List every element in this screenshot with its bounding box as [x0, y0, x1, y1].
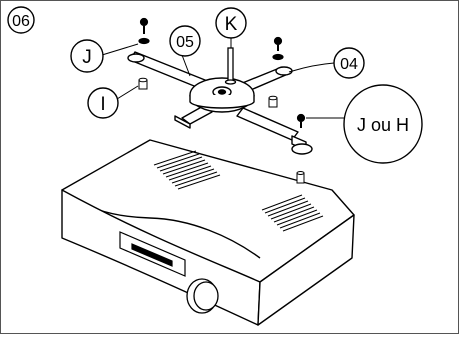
step-badge: 06: [7, 6, 35, 34]
spacer-left: [138, 77, 148, 90]
front-display: [119, 231, 186, 277]
screw-top-right: [272, 36, 284, 61]
callout-j-label: J: [82, 47, 92, 68]
callout-i: I: [87, 87, 119, 119]
callout-05-label: 05: [176, 34, 194, 51]
callout-05: 05: [169, 25, 201, 57]
callout-j-ou-h: J ou H: [343, 84, 423, 164]
callout-leaders: [101, 38, 344, 119]
callout-04: 04: [333, 47, 365, 79]
top-vent-grill: [153, 150, 221, 190]
center-bolt: [224, 47, 237, 85]
volume-knob: [186, 278, 219, 314]
callout-j-ou-h-label: J ou H: [357, 115, 409, 135]
box-stud: [296, 171, 305, 184]
callout-j: J: [70, 39, 104, 73]
callout-i-label: I: [100, 94, 105, 115]
spacer-right: [268, 95, 278, 108]
callout-04-label: 04: [340, 56, 358, 73]
mounting-bracket: [127, 51, 313, 155]
callout-k-label: K: [225, 14, 238, 35]
screw-top-left: [138, 17, 150, 45]
step-number: 06: [12, 13, 30, 30]
screw-right: [296, 113, 306, 128]
receiver-right-face: [257, 214, 355, 326]
side-vent-grill: [261, 194, 324, 232]
callout-k: K: [215, 7, 247, 39]
